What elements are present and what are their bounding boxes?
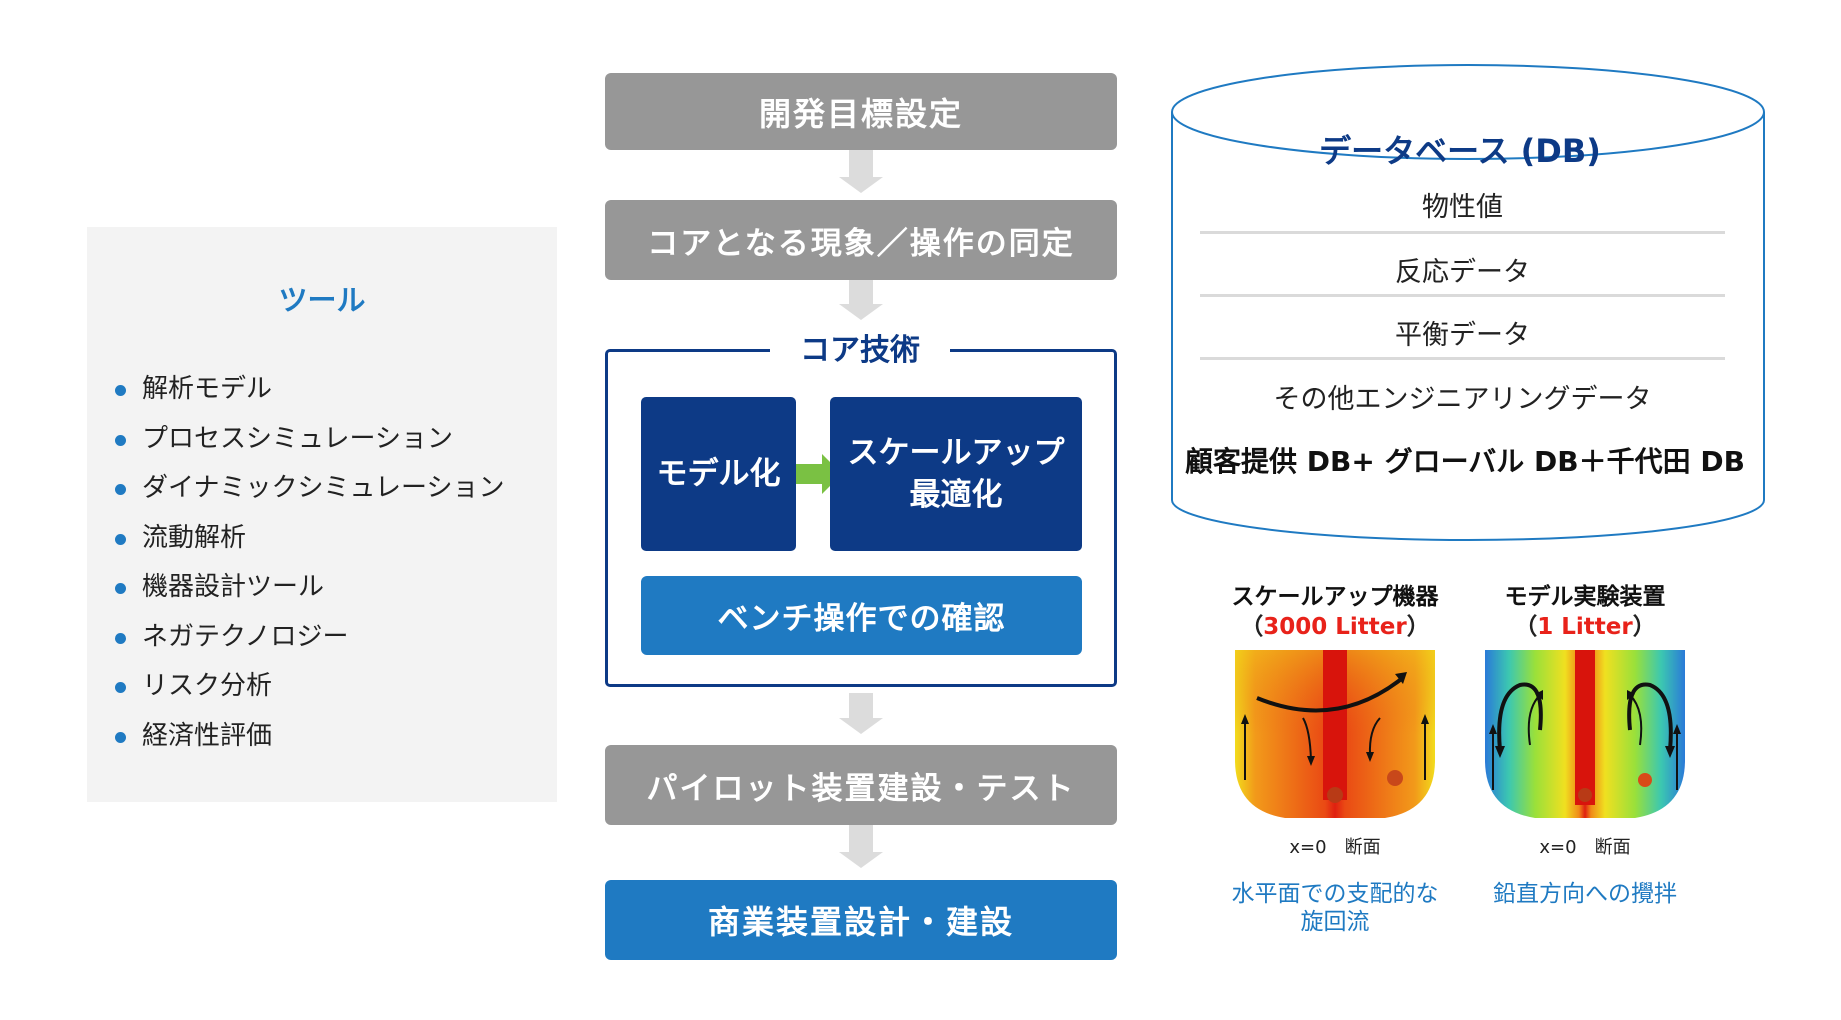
tools-item: ダイナミックシミュレーション bbox=[115, 464, 504, 514]
db-divider bbox=[1200, 294, 1725, 297]
flow-arrow-down-icon bbox=[839, 852, 883, 868]
model-flow-description: 鉛直方向への攪拌 bbox=[1435, 880, 1735, 908]
tools-item: ネガテクノロジー bbox=[115, 613, 504, 663]
paren-close: ） bbox=[1406, 614, 1430, 640]
flow-arrow-down-icon bbox=[839, 718, 883, 734]
scaleup-label: スケールアップ bbox=[847, 435, 1065, 471]
step-goal-setting: 開発目標設定 bbox=[605, 73, 1117, 150]
scaleup-equipment-size: （3000 Litter） bbox=[1210, 612, 1460, 642]
tools-item: 経済性評価 bbox=[115, 712, 504, 762]
model-apparatus-size: （1 Litter） bbox=[1460, 612, 1710, 642]
optimization-label: 最適化 bbox=[909, 477, 1003, 513]
step-core-identification: コアとなる現象／操作の同定 bbox=[605, 200, 1117, 280]
tools-item: リスク分析 bbox=[115, 662, 504, 712]
tools-list: 解析モデル プロセスシミュレーション ダイナミックシミュレーション 流動解析 機… bbox=[115, 365, 504, 761]
database-title: データベース (DB) bbox=[1319, 132, 1601, 170]
model-section-caption: x=0 断面 bbox=[1539, 837, 1631, 858]
flow-arrow-down-icon bbox=[839, 177, 883, 193]
model-apparatus-title: モデル実験装置 bbox=[1504, 584, 1666, 610]
scaleup-optimization-box: スケールアップ 最適化 bbox=[830, 397, 1082, 551]
modeling-box: モデル化 bbox=[641, 397, 796, 551]
tools-panel: ツール 解析モデル プロセスシミュレーション ダイナミックシミュレーション 流動… bbox=[87, 227, 557, 802]
tools-item: プロセスシミュレーション bbox=[115, 415, 504, 465]
tools-item: 解析モデル bbox=[115, 365, 504, 415]
step-commercial-plant: 商業装置設計・建設 bbox=[605, 880, 1117, 960]
bench-confirmation-box: ベンチ操作での確認 bbox=[641, 576, 1082, 655]
tools-item: 機器設計ツール bbox=[115, 563, 504, 613]
database-cylinder-icon bbox=[1171, 64, 1765, 541]
scaleup-desc-line2: 旋回流 bbox=[1300, 909, 1370, 935]
flow-arrow-stem bbox=[849, 825, 873, 852]
scaleup-flow-description: 水平面での支配的な 旋回流 bbox=[1185, 880, 1485, 936]
scaleup-volume: 3000 Litter bbox=[1263, 614, 1407, 640]
scaleup-section-caption: x=0 断面 bbox=[1289, 837, 1381, 858]
scaleup-equipment-title: スケールアップ機器 bbox=[1231, 584, 1439, 610]
tools-item: 流動解析 bbox=[115, 514, 504, 564]
flow-arrow-stem bbox=[849, 693, 873, 718]
paren-close: ） bbox=[1632, 614, 1656, 640]
paren-open: （ bbox=[1240, 614, 1264, 640]
model-flow-simulation-image bbox=[1485, 650, 1685, 818]
tools-title: ツール bbox=[278, 283, 366, 317]
paren-open: （ bbox=[1514, 614, 1538, 640]
db-row-properties: 物性値 bbox=[1422, 192, 1503, 223]
db-row-reaction: 反応データ bbox=[1395, 257, 1530, 288]
db-row-equilibrium: 平衡データ bbox=[1395, 320, 1530, 351]
database-summary: 顧客提供 DB+ グローバル DB＋千代田 DB bbox=[1185, 445, 1745, 478]
flow-arrow-stem bbox=[849, 280, 873, 304]
scaleup-flow-simulation-image bbox=[1235, 650, 1435, 818]
flow-arrow-stem bbox=[849, 150, 873, 177]
step-pilot-plant: パイロット装置建設・テスト bbox=[605, 745, 1117, 825]
db-divider bbox=[1200, 357, 1725, 360]
model-desc-line1: 鉛直方向への攪拌 bbox=[1493, 881, 1677, 907]
core-tech-title: コア技術 bbox=[770, 325, 950, 369]
db-divider bbox=[1200, 231, 1725, 234]
model-volume: 1 Litter bbox=[1537, 614, 1633, 640]
db-row-other-engineering: その他エンジニアリングデータ bbox=[1273, 384, 1652, 415]
scaleup-desc-line1: 水平面での支配的な bbox=[1231, 881, 1439, 907]
flow-arrow-down-icon bbox=[839, 304, 883, 320]
